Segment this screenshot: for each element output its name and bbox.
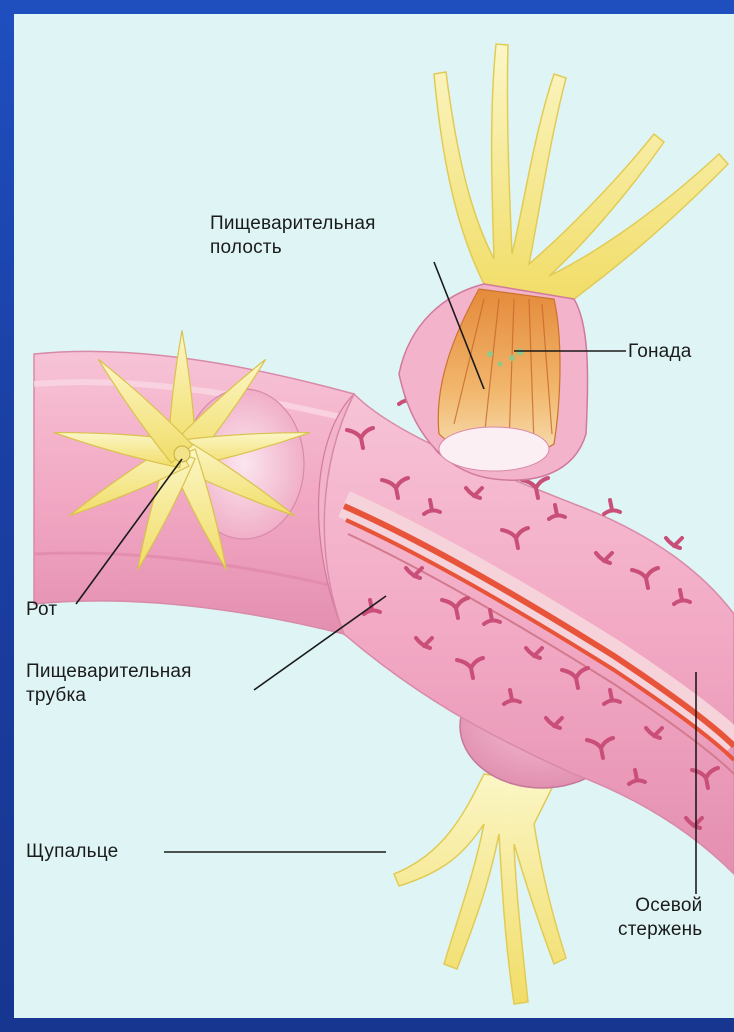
label-digestive-cavity: Пищеварительная полость <box>210 212 376 260</box>
label-axial-rod: Осевой стержень <box>618 894 702 942</box>
label-tentacle: Щупальце <box>26 840 118 864</box>
canal-segment <box>666 538 682 548</box>
label-digestive-tube-line1: Пищеварительная <box>26 660 192 684</box>
colony-tube <box>34 351 734 874</box>
canal-segment <box>604 500 620 514</box>
upper-polyp-tentacles <box>434 44 728 299</box>
upper-polyp <box>399 44 728 480</box>
label-digestive-cavity-line2: полость <box>210 236 376 260</box>
illustration-panel: Пищеварительная полость Гонада Рот Пищев… <box>14 14 734 1018</box>
label-axial-rod-line2: стержень <box>618 918 702 942</box>
lower-polyp-tentacles <box>394 774 566 1004</box>
label-digestive-cavity-line1: Пищеварительная <box>210 212 376 236</box>
label-mouth: Рот <box>26 598 57 622</box>
coral-polyp-diagram <box>14 14 734 1018</box>
label-axial-rod-line1: Осевой <box>618 894 702 918</box>
polyp-mouth-opening <box>439 427 549 471</box>
label-digestive-tube-line2: трубка <box>26 684 192 708</box>
label-digestive-tube: Пищеварительная трубка <box>26 660 192 708</box>
label-gonad: Гонада <box>628 340 692 364</box>
